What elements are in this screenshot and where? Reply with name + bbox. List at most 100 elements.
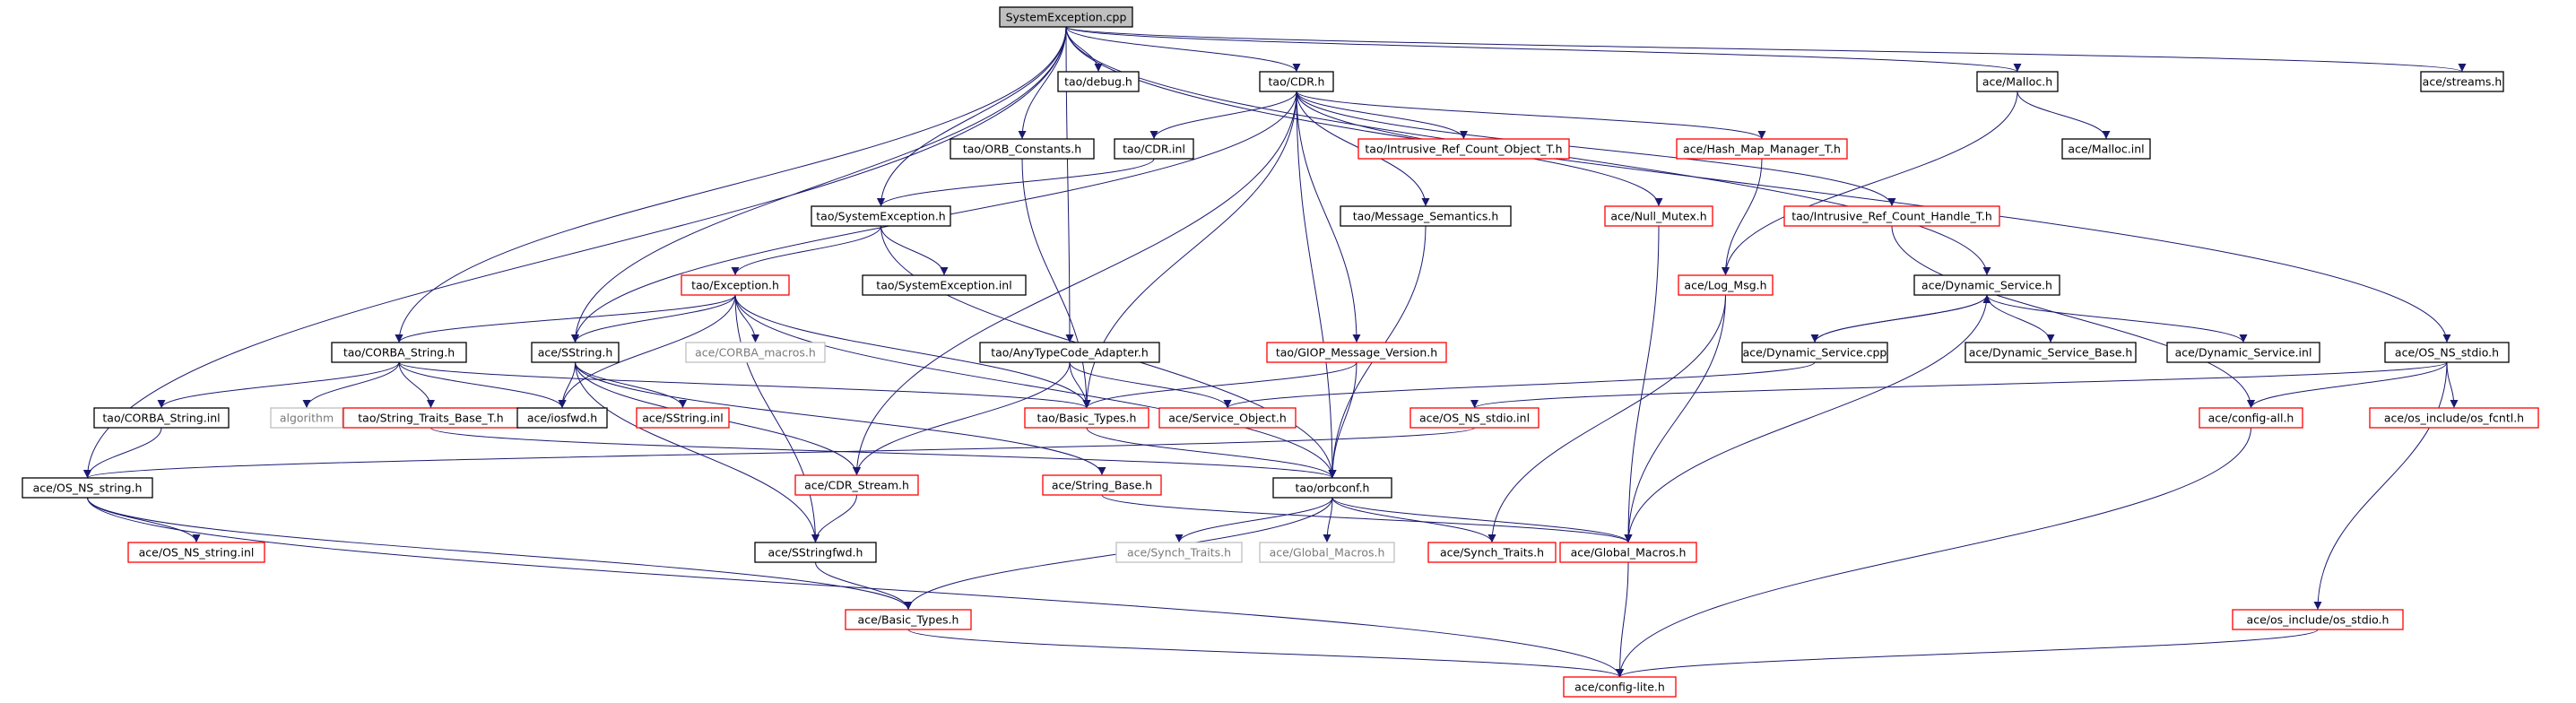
node-dynservinl[interactable]: ace/Dynamic_Service.inl	[2166, 342, 2320, 363]
node-nullmutex[interactable]: ace/Null_Mutex.h	[1604, 205, 1713, 227]
node-mallocinl[interactable]: ace/Malloc.inl	[2061, 138, 2151, 160]
node-box	[1024, 407, 1149, 429]
node-configall[interactable]: ace/config-all.h	[2199, 407, 2303, 429]
node-box	[1563, 676, 1677, 698]
edge-corbastrinl-to-osstring	[83, 427, 162, 479]
node-label: ace/OS_NS_stdio.h	[2395, 346, 2499, 360]
node-cdrinl[interactable]: tao/CDR.inl	[1114, 138, 1194, 160]
node-sstringfwd[interactable]: ace/SStringfwd.h	[754, 542, 877, 563]
node-dynservcpp[interactable]: ace/Dynamic_Service.cpp	[1741, 342, 1888, 363]
edge-exception-to-iosfwd	[558, 294, 736, 409]
node-box	[22, 477, 153, 499]
node-orbconst[interactable]: tao/ORB_Constants.h	[950, 138, 1095, 160]
node-box	[516, 407, 608, 429]
node-dynservice[interactable]: ace/Dynamic_Service.h	[1913, 274, 2060, 296]
node-label: ace/Synch_Traits.h	[1127, 546, 1231, 560]
node-debug[interactable]: tao/debug.h	[1057, 71, 1140, 92]
node-box	[999, 6, 1133, 28]
node-box	[1741, 342, 1888, 363]
node-acebasictypes[interactable]: ace/Basic_Types.h	[845, 609, 972, 630]
node-osstring[interactable]: ace/OS_NS_string.h	[22, 477, 153, 499]
node-osstdioos[interactable]: ace/os_include/os_stdio.h	[2232, 609, 2404, 630]
node-root[interactable]: SystemException.cpp	[999, 6, 1133, 28]
edge-osstdio-to-configall	[2247, 361, 2448, 409]
node-streams[interactable]: ace/streams.h	[2420, 71, 2504, 92]
edge-exception-to-corbamacros	[734, 294, 759, 343]
edge-osstdio-to-osfcntl	[2446, 361, 2459, 409]
node-cdrstream[interactable]: ace/CDR_Stream.h	[794, 474, 919, 496]
node-sstringinl[interactable]: ace/SString.inl	[636, 407, 730, 429]
edge-malloc-to-mallocinl	[2017, 91, 2111, 140]
node-sysexcinl[interactable]: tao/SystemException.inl	[862, 274, 1027, 296]
node-msgsem[interactable]: tao/Message_Semantics.h	[1340, 205, 1512, 227]
node-box	[93, 407, 230, 429]
node-exception[interactable]: tao/Exception.h	[681, 274, 790, 296]
node-osstringinl[interactable]: ace/OS_NS_string.inl	[127, 542, 265, 563]
edge-root-to-debug	[1065, 26, 1103, 73]
node-hashmap[interactable]: ace/Hash_Map_Manager_T.h	[1676, 138, 1848, 160]
node-box	[811, 205, 951, 227]
edge-malloc-to-logmsg	[1722, 91, 2018, 276]
node-dynservbase[interactable]: ace/Dynamic_Service_Base.h	[1965, 342, 2137, 363]
node-corbastrinl[interactable]: tao/CORBA_String.inl	[93, 407, 230, 429]
node-orbconf[interactable]: tao/orbconf.h	[1272, 477, 1392, 499]
node-cdr[interactable]: tao/CDR.h	[1259, 71, 1334, 92]
node-aceglobalmacros[interactable]: ace/Global_Macros.h	[1559, 542, 1697, 563]
edge-strtraits-to-orbconf	[430, 427, 1337, 479]
node-osstdioinl[interactable]: ace/OS_NS_stdio.inl	[1409, 407, 1540, 429]
node-box	[331, 342, 467, 363]
node-corbamacros[interactable]: ace/CORBA_macros.h	[685, 342, 826, 363]
node-label: SystemException.cpp	[1006, 11, 1127, 24]
node-synchtraits[interactable]: ace/Synch_Traits.h	[1115, 542, 1243, 563]
node-basictypes[interactable]: tao/Basic_Types.h	[1024, 407, 1149, 429]
edge-osstring-to-configlite	[87, 497, 1624, 678]
node-acesynchtraits[interactable]: ace/Synch_Traits.h	[1427, 542, 1557, 563]
node-sysexch[interactable]: tao/SystemException.h	[811, 205, 951, 227]
node-intrcount[interactable]: tao/Intrusive_Ref_Count_Object_T.h	[1357, 138, 1570, 160]
edge-sstring-to-stringbase	[575, 361, 1106, 476]
node-osstdio[interactable]: ace/OS_NS_stdio.h	[2384, 342, 2510, 363]
node-intrhandle[interactable]: tao/Intrusive_Ref_Count_Handle_T.h	[1783, 205, 2000, 227]
edge-exception-to-sstringfwd	[734, 294, 820, 543]
node-stringbase[interactable]: ace/String_Base.h	[1042, 474, 1162, 496]
node-label: ace/CORBA_macros.h	[695, 346, 816, 360]
node-label: algorithm	[280, 412, 334, 425]
node-box	[862, 274, 1027, 296]
edge-cdrinl-to-sysexch	[877, 158, 1155, 207]
edge-giop-to-basictypes	[1082, 361, 1357, 409]
node-strtraits[interactable]: tao/String_Traits_Base_T.h	[343, 407, 519, 429]
edge-root-to-osstdio	[1065, 26, 2451, 343]
edge-corbastr-to-strtraits	[398, 361, 435, 409]
node-osfcntl[interactable]: ace/os_include/os_fcntl.h	[2369, 407, 2539, 429]
edge-orbconf-to-globalmacros	[1323, 497, 1333, 543]
edge-sstring-to-sstringfwd	[575, 361, 820, 543]
edge-osstdioos-to-configlite	[1616, 629, 2319, 678]
node-sstring[interactable]: ace/SString.h	[531, 342, 620, 363]
node-box	[127, 542, 265, 563]
node-anytc[interactable]: tao/AnyTypeCode_Adapter.h	[979, 342, 1160, 363]
node-label: tao/Intrusive_Ref_Count_Handle_T.h	[1791, 210, 1992, 223]
edge-sstring-to-iosfwd	[558, 361, 576, 409]
edge-logmsg-to-acesynchtraits	[1487, 294, 1726, 543]
edge-osstdio-to-osstdioinl	[1470, 361, 2448, 409]
node-algorithm[interactable]: algorithm	[270, 407, 343, 429]
node-box	[270, 407, 343, 429]
node-giop[interactable]: tao/GIOP_Message_Version.h	[1266, 342, 1447, 363]
edge-intrhandle-to-configall	[1891, 225, 2255, 409]
node-malloc[interactable]: ace/Malloc.h	[1976, 71, 2059, 92]
edge-root-to-osstring	[83, 26, 1067, 479]
node-configlite[interactable]: ace/config-lite.h	[1563, 676, 1677, 698]
edge-dynservice-to-dynservinl	[1986, 294, 2248, 343]
node-logmsg[interactable]: ace/Log_Msg.h	[1678, 274, 1774, 296]
edge-corbastr-to-basictypes	[398, 361, 1091, 409]
node-iosfwd[interactable]: ace/iosfwd.h	[516, 407, 608, 429]
node-box	[1678, 274, 1774, 296]
node-corbastr[interactable]: tao/CORBA_String.h	[331, 342, 467, 363]
node-label: ace/Basic_Types.h	[858, 613, 959, 627]
node-globalmacros[interactable]: ace/Global_Macros.h	[1259, 542, 1395, 563]
node-label: tao/debug.h	[1064, 75, 1132, 89]
edge-sysexch-to-exception	[731, 225, 881, 276]
node-serviceobj[interactable]: ace/Service_Object.h	[1158, 407, 1297, 429]
node-box	[845, 609, 972, 630]
